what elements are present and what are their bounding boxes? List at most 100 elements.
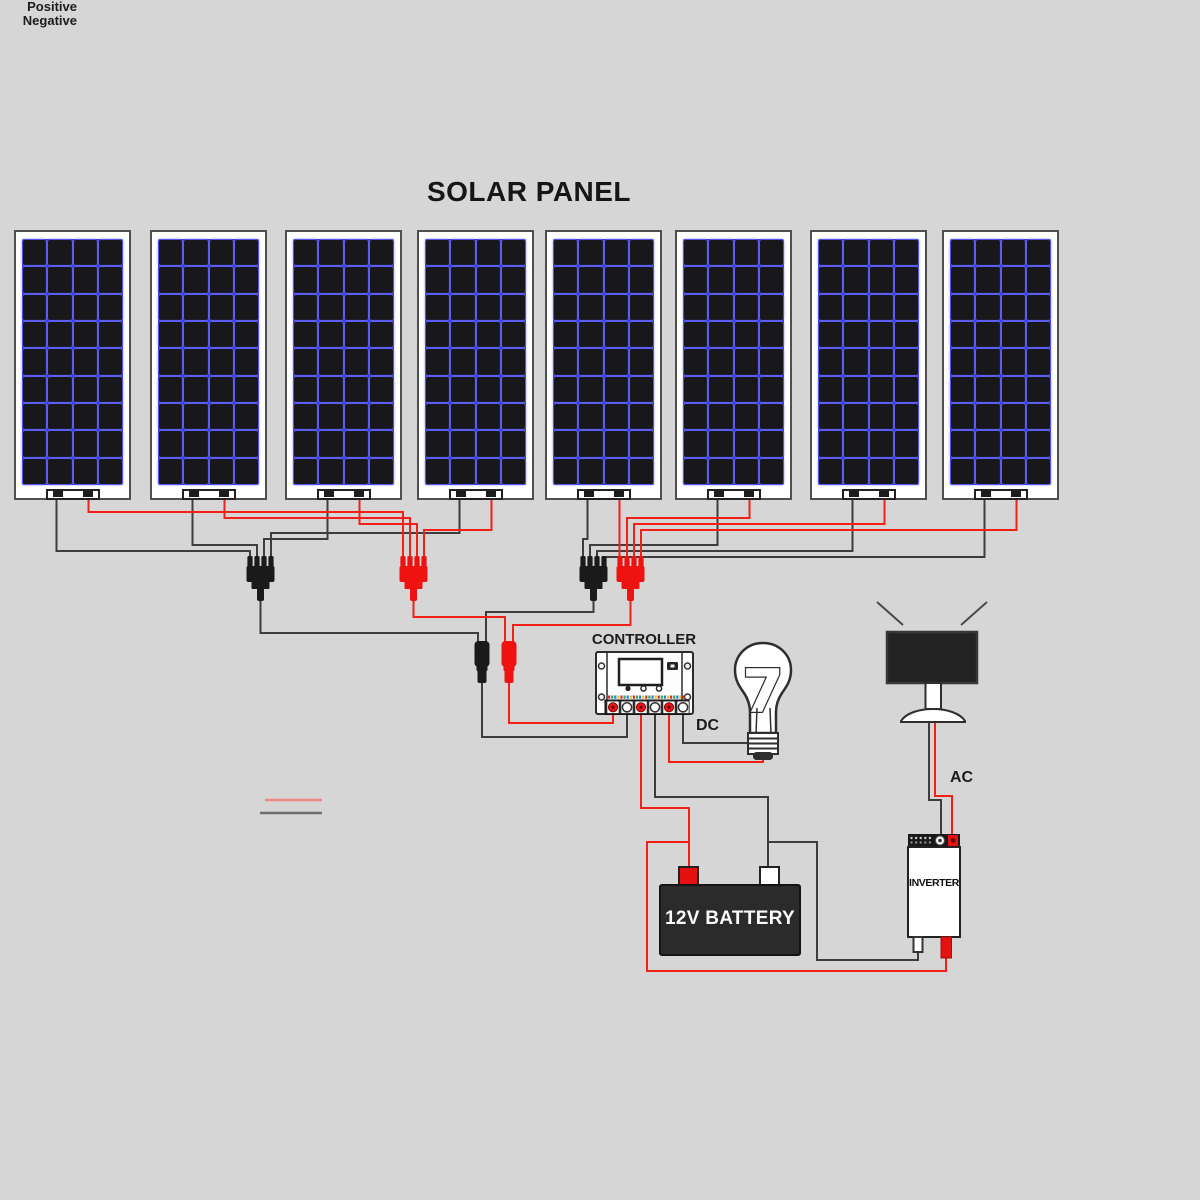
solar-cell bbox=[184, 322, 208, 348]
solar-panel bbox=[417, 230, 534, 500]
vent-icon bbox=[910, 836, 932, 844]
junction-box bbox=[316, 489, 371, 500]
solar-cell bbox=[819, 294, 843, 320]
solar-cell bbox=[369, 458, 393, 484]
solar-cell bbox=[894, 404, 918, 430]
solar-cell bbox=[734, 267, 758, 293]
solar-cell bbox=[369, 404, 393, 430]
solar-cell bbox=[869, 267, 893, 293]
junction-terminal-negative bbox=[455, 491, 466, 497]
solar-cell bbox=[844, 404, 868, 430]
solar-cell bbox=[73, 404, 97, 430]
solar-cell bbox=[604, 404, 628, 430]
solar-cell bbox=[709, 458, 733, 484]
solar-cell bbox=[501, 267, 525, 293]
inverter-label: INVERTER bbox=[909, 877, 959, 889]
solar-cell bbox=[73, 240, 97, 266]
solar-cell bbox=[554, 376, 578, 402]
solar-cell bbox=[48, 322, 72, 348]
junction-box bbox=[973, 489, 1028, 500]
solar-cell bbox=[344, 267, 368, 293]
solar-cell bbox=[159, 349, 183, 375]
solar-cell bbox=[1026, 376, 1050, 402]
solar-cell bbox=[476, 431, 500, 457]
tv-monitor bbox=[876, 601, 988, 723]
solar-cell bbox=[734, 294, 758, 320]
solar-cell bbox=[98, 376, 122, 402]
solar-cell bbox=[579, 458, 603, 484]
solar-cell bbox=[98, 349, 122, 375]
solar-cell bbox=[976, 240, 1000, 266]
solar-cell bbox=[734, 404, 758, 430]
solar-cell-grid bbox=[22, 239, 123, 485]
solar-cell bbox=[209, 404, 233, 430]
solar-cell bbox=[209, 322, 233, 348]
solar-cell bbox=[501, 404, 525, 430]
solar-cell bbox=[98, 240, 122, 266]
junction-terminal-positive bbox=[613, 491, 624, 497]
solar-cell bbox=[209, 267, 233, 293]
solar-cell bbox=[629, 404, 653, 430]
solar-cell bbox=[684, 322, 708, 348]
screw-icon bbox=[597, 693, 606, 701]
solar-cell bbox=[894, 267, 918, 293]
solar-cell bbox=[451, 349, 475, 375]
solar-cell bbox=[184, 294, 208, 320]
solar-cell bbox=[159, 294, 183, 320]
solar-cell bbox=[629, 322, 653, 348]
solar-cell bbox=[734, 431, 758, 457]
solar-cell bbox=[48, 294, 72, 320]
solar-cell bbox=[234, 349, 258, 375]
solar-cell bbox=[426, 294, 450, 320]
solar-panel bbox=[150, 230, 267, 500]
solar-cell bbox=[98, 294, 122, 320]
solar-cell bbox=[579, 294, 603, 320]
solar-cell bbox=[73, 431, 97, 457]
inverter-dc-negative-terminal bbox=[912, 936, 924, 953]
solar-cell bbox=[976, 376, 1000, 402]
solar-cell bbox=[23, 240, 47, 266]
solar-cell bbox=[344, 349, 368, 375]
solar-cell bbox=[1026, 431, 1050, 457]
solar-cell bbox=[1026, 349, 1050, 375]
solar-cell bbox=[894, 294, 918, 320]
legend: Positive Negative bbox=[0, 0, 77, 28]
solar-panel bbox=[675, 230, 792, 500]
solar-cell-grid bbox=[553, 239, 654, 485]
solar-cell bbox=[894, 322, 918, 348]
solar-cell bbox=[709, 376, 733, 402]
solar-cell bbox=[294, 240, 318, 266]
solar-cell bbox=[684, 404, 708, 430]
solar-cell bbox=[976, 267, 1000, 293]
solar-cell bbox=[159, 458, 183, 484]
solar-cell bbox=[759, 431, 783, 457]
solar-cell bbox=[426, 404, 450, 430]
solar-cell bbox=[709, 240, 733, 266]
solar-cell bbox=[894, 376, 918, 402]
solar-cell bbox=[294, 267, 318, 293]
solar-cell bbox=[319, 294, 343, 320]
signal-icon bbox=[960, 601, 988, 626]
solar-cell bbox=[294, 431, 318, 457]
junction-terminal-negative bbox=[583, 491, 594, 497]
solar-cell bbox=[684, 240, 708, 266]
solar-cell bbox=[234, 376, 258, 402]
solar-cell bbox=[319, 349, 343, 375]
legend-negative-label: Negative bbox=[22, 13, 77, 28]
solar-cell bbox=[554, 349, 578, 375]
solar-cell bbox=[709, 294, 733, 320]
solar-cell bbox=[23, 294, 47, 320]
solar-cell bbox=[294, 376, 318, 402]
solar-cell bbox=[554, 267, 578, 293]
junction-terminal-positive bbox=[878, 491, 889, 497]
solar-cell bbox=[759, 376, 783, 402]
solar-cell bbox=[501, 322, 525, 348]
inverter-dc-positive-terminal bbox=[940, 936, 952, 959]
ac-label: AC bbox=[950, 769, 974, 786]
solar-cell bbox=[869, 404, 893, 430]
solar-cell bbox=[759, 240, 783, 266]
solar-cell bbox=[869, 431, 893, 457]
solar-cell bbox=[579, 404, 603, 430]
solar-cell bbox=[684, 349, 708, 375]
solar-cell bbox=[159, 267, 183, 293]
